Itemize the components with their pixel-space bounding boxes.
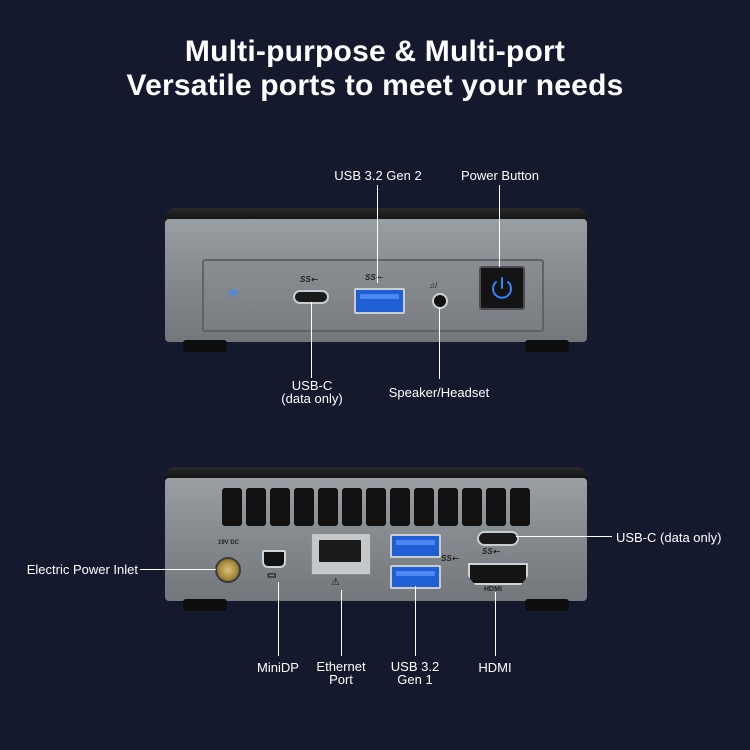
label-hdmi: HDMI	[478, 660, 512, 675]
label-power-inlet: Electric Power Inlet	[26, 562, 138, 577]
dc-power-inlet[interactable]	[215, 557, 241, 583]
rear-usb-c-port[interactable]	[477, 531, 519, 546]
callout-line-usb32gen2	[377, 185, 378, 283]
ss5-mark: SS⇠	[300, 275, 318, 284]
headline: Multi-purpose & Multi-port	[184, 35, 566, 68]
label-usbc-front-line1: USB-C	[291, 378, 333, 393]
minidp-port[interactable]	[262, 550, 286, 568]
power-button[interactable]	[479, 266, 525, 310]
vent	[318, 488, 338, 526]
rear-foot-left	[183, 599, 227, 611]
label-ethernet-line2: Port	[329, 672, 353, 687]
headset-jack[interactable]	[432, 293, 448, 309]
callout-line-power	[499, 185, 500, 267]
label-usb32gen1-line1: USB 3.2	[390, 659, 440, 674]
headset-icon: ♫/	[429, 281, 438, 290]
front-foot-right	[525, 340, 569, 352]
ss10-mark: SS⇠	[365, 273, 383, 282]
label-usb32gen1: USB 3.2 Gen 1	[380, 660, 450, 686]
vent	[294, 488, 314, 526]
callout-line-usbc-rear	[516, 536, 612, 537]
label-minidp: MiniDP	[257, 660, 299, 675]
vent	[390, 488, 410, 526]
callout-line-usbc-front	[311, 302, 312, 378]
network-icon: ⚠	[331, 577, 340, 588]
callout-line-usb32gen1	[415, 586, 416, 656]
callout-line-power-inlet	[140, 569, 216, 570]
ethernet-port[interactable]	[311, 533, 371, 575]
rear-foot-right	[525, 599, 569, 611]
hdmi-port[interactable]	[468, 563, 528, 585]
label-usbc-front: USB-C (data only)	[272, 379, 352, 405]
rear-usb-a-port-top[interactable]	[390, 534, 441, 558]
callout-line-ethernet	[341, 590, 342, 656]
label-usbc-rear: USB-C (data only)	[616, 530, 722, 545]
subheadline: Versatile ports to meet your needs	[126, 69, 624, 102]
label-usb32gen1-line2: Gen 1	[397, 672, 433, 687]
dc-mark: 19V DC	[218, 540, 240, 546]
ss5-rear-mark: SS⇠	[441, 554, 459, 563]
vent	[486, 488, 506, 526]
vent	[366, 488, 386, 526]
label-usb32gen2: USB 3.2 Gen 2	[334, 168, 422, 183]
power-icon	[492, 277, 512, 299]
callout-line-speaker	[439, 307, 440, 379]
label-ethernet: Ethernet Port	[306, 660, 376, 686]
status-led	[231, 290, 236, 295]
vent	[438, 488, 458, 526]
displayport-icon: ▭	[267, 570, 277, 581]
vent	[342, 488, 362, 526]
ethernet-socket	[319, 540, 361, 562]
front-foot-left	[183, 340, 227, 352]
callout-line-hdmi	[495, 592, 496, 656]
callout-line-minidp	[278, 582, 279, 656]
vent	[414, 488, 434, 526]
vent	[222, 488, 242, 526]
front-usb-a-port[interactable]	[354, 288, 405, 314]
rear-usb-a-port-bottom[interactable]	[390, 565, 441, 589]
vent	[270, 488, 290, 526]
label-ethernet-line1: Ethernet	[316, 659, 366, 674]
label-speaker: Speaker/Headset	[388, 385, 490, 400]
label-power-button: Power Button	[460, 168, 540, 183]
vent	[246, 488, 266, 526]
ss5-usbc-rear-mark: SS⇠	[482, 547, 500, 556]
vent	[510, 488, 530, 526]
hdmi-logo: HDMI	[484, 586, 502, 593]
label-usbc-front-line2: (data only)	[281, 391, 343, 406]
vent	[462, 488, 482, 526]
